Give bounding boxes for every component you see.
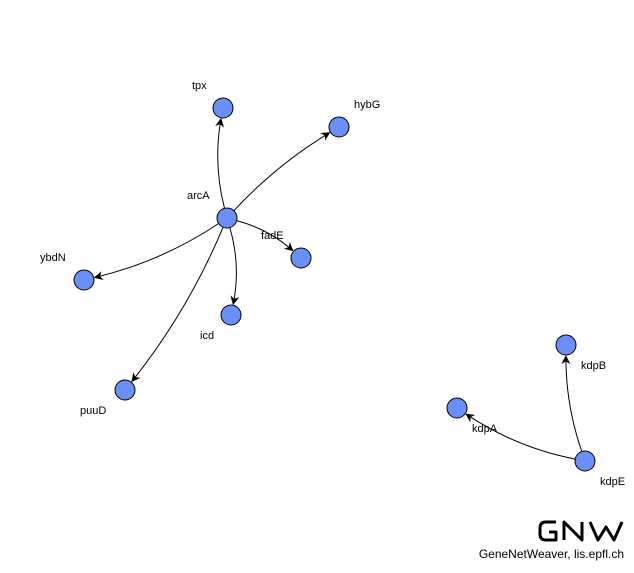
edge-arcA-tpx	[215, 117, 225, 209]
edge-arcA-fadE	[236, 220, 294, 252]
node-label-kdpA: kdpA	[472, 423, 498, 435]
gnw-logo	[538, 520, 624, 542]
node-icd[interactable]	[220, 304, 242, 326]
node-fadE[interactable]	[290, 247, 312, 269]
node-label-ybdN: ybdN	[40, 252, 66, 264]
node-kdpE[interactable]	[574, 450, 596, 472]
nodes-layer	[73, 97, 596, 472]
edge-arcA-icd	[229, 227, 240, 306]
node-label-icd: icd	[200, 330, 214, 342]
node-tpx[interactable]	[212, 97, 234, 119]
node-label-kdpE: kdpE	[600, 476, 625, 488]
edge-arcA-hybG	[233, 132, 331, 212]
node-label-fadE: fadE	[261, 230, 284, 242]
node-hybG[interactable]	[328, 116, 350, 138]
labels-layer: arcA tpx hybG fadE ybdN icd puuD kdpB kdpA kdpE	[40, 80, 625, 488]
node-arcA[interactable]	[216, 207, 238, 229]
node-label-arcA: arcA	[187, 190, 210, 202]
credit-text: GeneNetWeaver, lis.epfl.ch	[478, 547, 624, 561]
edge-arcA-ybdN	[93, 223, 219, 281]
edge-arcA-puuD	[131, 227, 224, 383]
node-label-kdpB: kdpB	[581, 360, 606, 372]
footer: GeneNetWeaver, lis.epfl.ch	[479, 519, 624, 561]
node-kdpB[interactable]	[555, 334, 577, 356]
node-puuD[interactable]	[114, 379, 136, 401]
edge-kdpE-kdpA	[465, 413, 576, 460]
edges-layer	[93, 117, 583, 460]
node-label-tpx: tpx	[192, 80, 207, 92]
node-kdpA[interactable]	[446, 397, 468, 419]
node-ybdN[interactable]	[73, 269, 95, 291]
node-label-hybG: hybG	[354, 99, 380, 111]
node-label-puuD: puuD	[80, 405, 106, 417]
edge-kdpE-kdpB	[561, 355, 583, 452]
